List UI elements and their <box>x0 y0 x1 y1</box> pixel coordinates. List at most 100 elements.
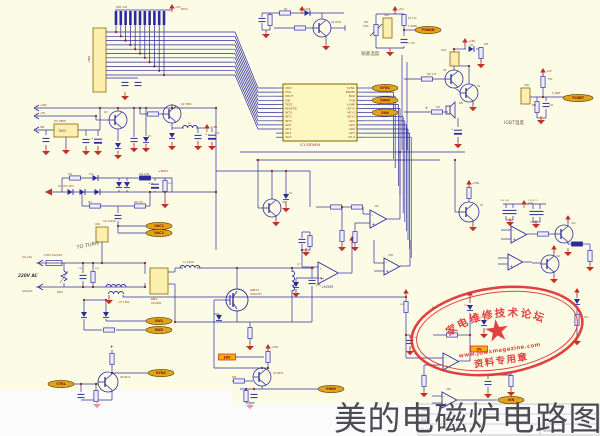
ref-label: CN6 <box>524 84 529 87</box>
net-label-text: T-MAIN <box>421 28 434 32</box>
ref-label: Z2 <box>148 135 151 138</box>
ref-label: Q7 <box>480 204 484 207</box>
net-label-text: VAC2 <box>154 231 165 235</box>
ground-symbol <box>262 34 270 39</box>
mcu-pin-label: FAN <box>349 98 355 102</box>
opamp <box>383 257 401 276</box>
ref-label: CT1 1:800 <box>118 301 130 304</box>
junction-dot <box>467 64 471 68</box>
net-label <box>145 326 173 334</box>
ground-symbol <box>121 96 129 101</box>
ground-symbol <box>469 227 477 232</box>
vcc-symbol <box>204 124 210 129</box>
junction-dot <box>214 190 218 194</box>
mcu-pin-label: LAMP <box>347 102 355 106</box>
mcu-pin-label: BUZ <box>349 94 355 98</box>
net-label-text: VAC1 <box>154 224 165 228</box>
inductor <box>179 265 201 269</box>
transistor <box>465 203 474 211</box>
resistor <box>421 375 427 387</box>
power-label: +18V <box>210 125 217 129</box>
resistor <box>103 327 115 333</box>
ref-label: CN4 <box>441 49 446 52</box>
transistor <box>450 80 459 88</box>
ac-arrow-icon <box>37 262 44 267</box>
junction-dot <box>116 224 120 228</box>
ref-label: VIN <box>40 126 44 129</box>
bank-resistor <box>148 11 151 25</box>
junction-dot <box>214 106 218 110</box>
vcc-symbol <box>551 245 557 250</box>
ref-label: +300V <box>158 169 169 173</box>
transistor <box>104 383 113 391</box>
component-box <box>449 51 460 67</box>
junction-dot <box>270 169 274 173</box>
resistor <box>162 180 168 192</box>
opamp <box>369 209 388 229</box>
component-box <box>95 226 109 243</box>
ac-arrow-icon <box>33 107 40 112</box>
ref-label: R47 <box>436 106 441 109</box>
ref-label: Z4 <box>289 192 292 195</box>
ground-symbol <box>246 405 254 410</box>
ground-symbol <box>105 300 113 305</box>
bottom-left-margin <box>0 390 232 436</box>
ground-symbol <box>161 204 169 209</box>
ref-label: - <box>445 356 447 361</box>
title-block-label: Date: <box>421 428 432 433</box>
wire <box>234 44 259 101</box>
power-label: +18V <box>472 181 479 185</box>
wire <box>234 57 259 113</box>
wire <box>234 49 259 105</box>
ground-symbol <box>130 148 138 153</box>
net-label <box>147 369 175 377</box>
junction-dot <box>266 366 270 370</box>
ref-label: + <box>510 264 513 269</box>
wire <box>234 53 259 109</box>
resistor <box>90 271 96 283</box>
junction-dot <box>119 35 122 38</box>
junction-dot <box>153 65 156 68</box>
vcc-symbol <box>403 289 409 294</box>
ac-arrow-icon <box>37 286 44 291</box>
ac-arrow-icon <box>33 115 40 120</box>
net-label-text: FAN <box>381 111 389 115</box>
mcu-pin-label: XOUT <box>285 94 293 98</box>
opamp <box>317 261 340 285</box>
mcu-pin-label: SYNC <box>347 86 355 90</box>
ref-label: R22 220K <box>139 173 150 176</box>
ground-symbol <box>420 393 428 398</box>
component-box <box>149 267 169 295</box>
junction-dot <box>134 48 137 51</box>
resistor <box>339 230 345 242</box>
ref-label: + <box>444 402 447 407</box>
ref-label: R21 <box>68 173 73 176</box>
mcu-pin-label: AD2 <box>285 131 291 135</box>
opamp <box>510 225 528 244</box>
mcu-pin-label: P3.4 <box>348 135 355 139</box>
igbt <box>232 302 238 310</box>
junction-dot <box>91 261 95 265</box>
transistor <box>560 235 569 243</box>
junction-dot <box>162 73 166 77</box>
ref-label: R35 <box>232 376 237 379</box>
bank-resistor <box>153 11 156 25</box>
ref-label: ACN/10A <box>22 290 33 293</box>
resistor <box>109 353 115 365</box>
ac-arrow-icon <box>37 283 44 288</box>
vcc-symbol <box>265 344 271 349</box>
resistor <box>247 327 253 339</box>
resistor <box>294 25 306 31</box>
mcu-pin-label: AD1 <box>285 127 291 131</box>
junction-dot <box>138 52 142 55</box>
resistor <box>466 187 472 199</box>
power-label: +5V <box>175 5 181 9</box>
vcc-symbol <box>574 288 580 293</box>
ground-symbol <box>338 247 346 252</box>
title-block-label: Size <box>421 417 430 422</box>
ref-label: R55 <box>400 304 405 306</box>
buzzer-icon <box>449 101 456 119</box>
component-box <box>520 87 531 105</box>
ac-arrow-icon <box>33 126 40 131</box>
